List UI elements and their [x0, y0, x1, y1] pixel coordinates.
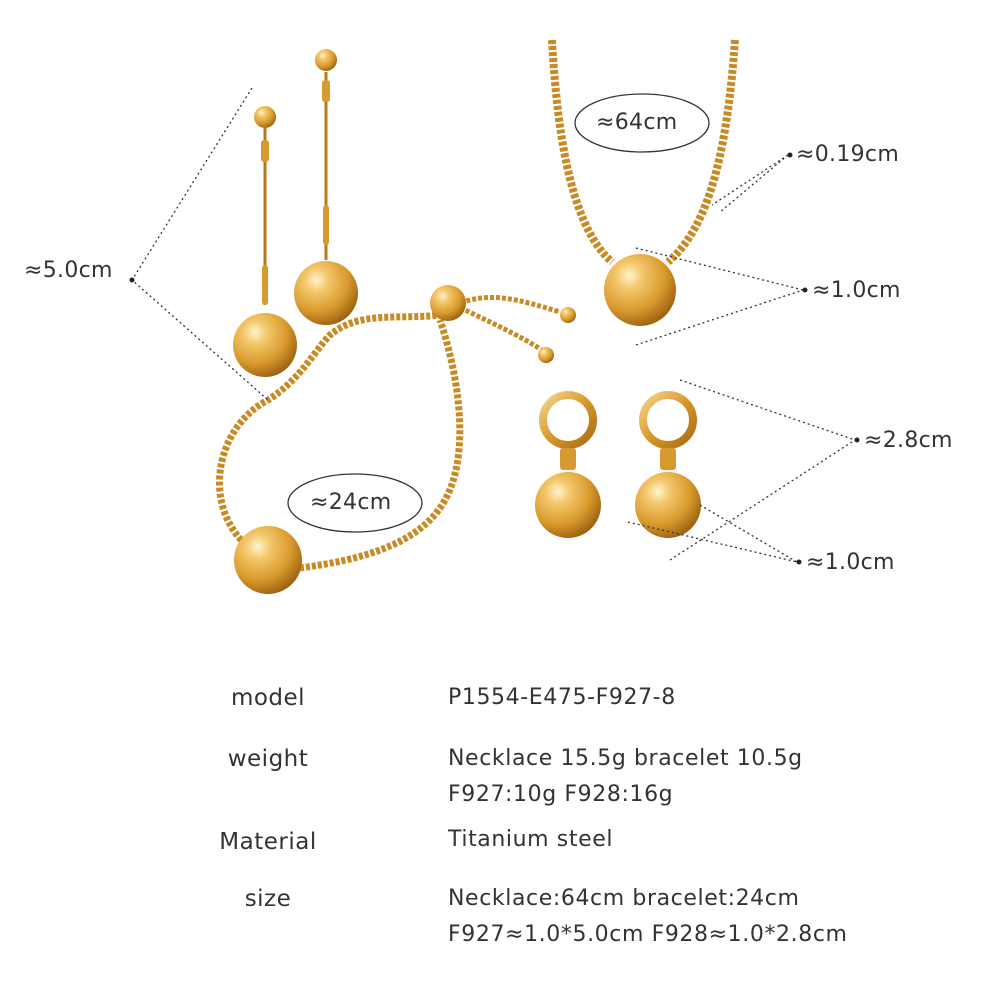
spec-label-model: model: [230, 685, 306, 711]
necklace-length-label: ≈64cm: [596, 110, 678, 135]
hoop-length-label: ≈2.8cm: [864, 428, 953, 453]
earring-ball: [233, 313, 297, 377]
chain-width-label: ≈0.19cm: [796, 142, 900, 167]
drop-earrings: [233, 49, 358, 377]
spec-label-material: Material: [219, 829, 317, 855]
bracelet: [216, 285, 576, 594]
spec-value-line: F927:10g F928:16g: [448, 782, 674, 807]
spec-label-weight: weight: [227, 746, 309, 772]
bracelet-length-label: ≈24cm: [310, 490, 392, 515]
hoop-ball: [635, 472, 701, 538]
spec-value-weight: Necklace 15.5g bracelet 10.5g F927:10g F…: [448, 741, 803, 813]
earring-length-label: ≈5.0cm: [24, 258, 113, 283]
spec-value-size: Necklace:64cm bracelet:24cm F927≈1.0*5.0…: [448, 881, 848, 953]
earring-stud: [315, 49, 337, 71]
hoop-ball: [535, 472, 601, 538]
bracelet-end-ball: [538, 347, 554, 363]
spec-value-material: Titanium steel: [448, 822, 613, 858]
necklace-ball: [604, 254, 676, 326]
necklace-bead-label: ≈1.0cm: [812, 278, 901, 303]
earring-stud: [254, 106, 276, 128]
spec-value-line: F927≈1.0*5.0cm F928≈1.0*2.8cm: [448, 922, 848, 947]
necklace: [548, 39, 739, 326]
spec-value-line: Necklace:64cm bracelet:24cm: [448, 886, 800, 911]
hoop-bead-label: ≈1.0cm: [806, 550, 895, 575]
bracelet-slider-ball: [430, 285, 466, 321]
spec-value-line: Titanium steel: [448, 827, 614, 852]
bracelet-ball: [234, 526, 302, 594]
spec-value-line: Necklace 15.5g bracelet 10.5g: [448, 746, 803, 771]
hoop-earrings: [535, 391, 701, 538]
spec-value-model: P1554-E475-F927-8: [448, 680, 676, 716]
necklace-length-oval: [574, 93, 710, 153]
spec-value-line: P1554-E475-F927-8: [448, 685, 676, 710]
jewelry-product-illustration: [129, 39, 860, 594]
bracelet-length-oval: [287, 473, 423, 533]
spec-label-size: size: [244, 886, 292, 912]
earring-ball: [294, 261, 358, 325]
bracelet-end-ball: [560, 307, 576, 323]
